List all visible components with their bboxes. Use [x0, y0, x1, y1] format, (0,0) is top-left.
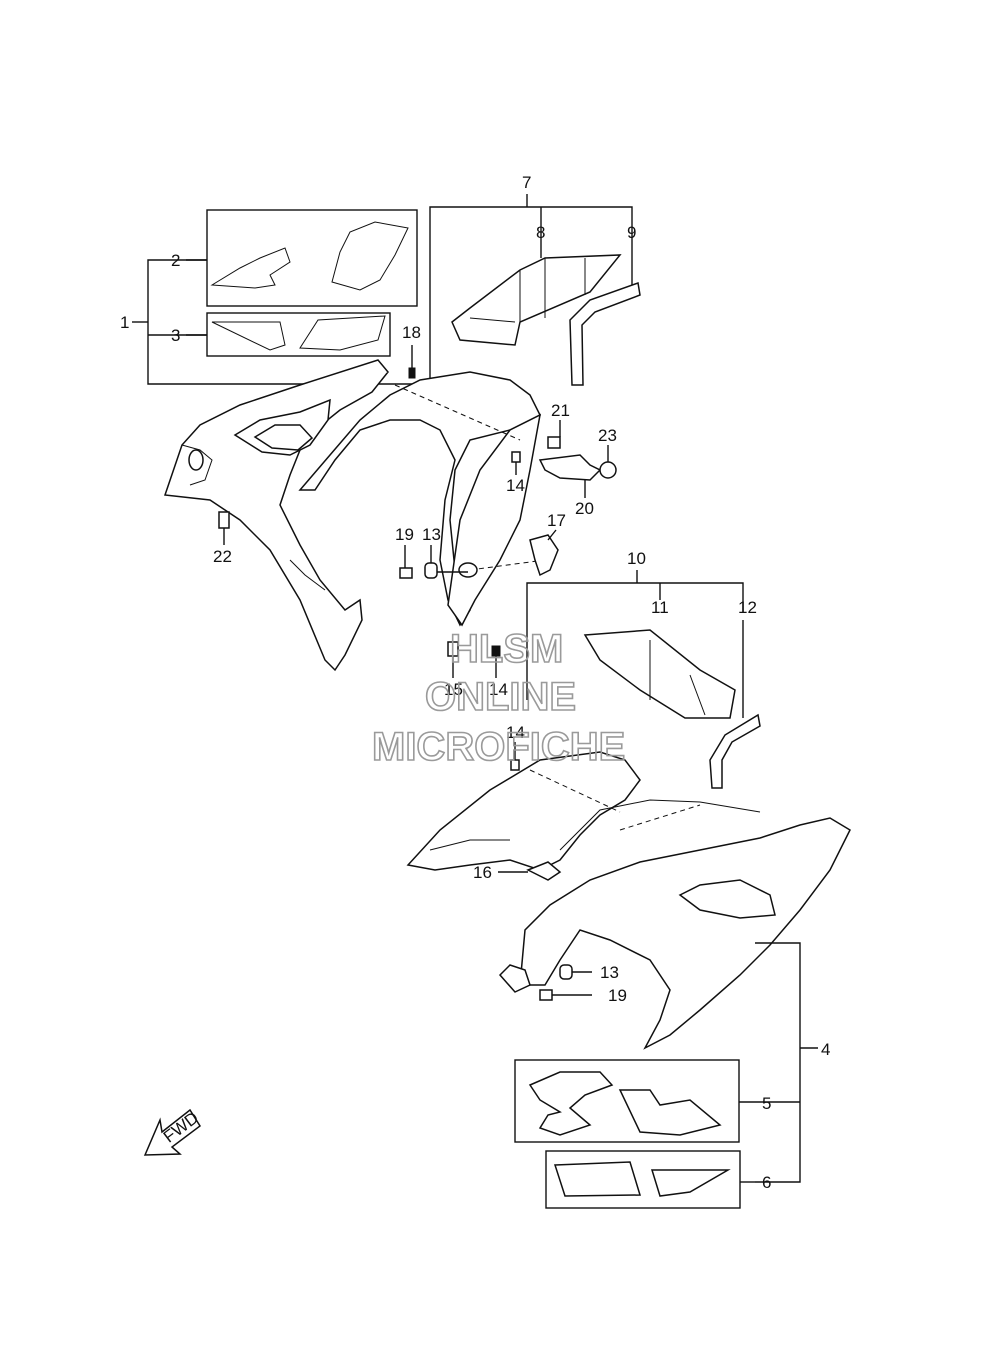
trim-12-shape: [709, 713, 761, 789]
label-22: 22: [213, 547, 232, 566]
decal-6-shape-a: [553, 1161, 642, 1197]
dashed-line-17: [469, 559, 546, 571]
decal-5-shape-s: [528, 1071, 614, 1136]
label-6: 6: [762, 1173, 771, 1192]
bracket-17: [529, 534, 559, 577]
decal-set-7-group: [429, 194, 641, 386]
lower-fairing-assembly: [406, 742, 851, 1050]
label-14-mid: 14: [489, 680, 508, 699]
watermark: HLSM ONLINE MICROFICHE: [371, 626, 626, 770]
watermark-line-3: MICROFICHE: [372, 725, 625, 769]
label-13-upper: 13: [422, 525, 441, 544]
label-5: 5: [762, 1094, 771, 1113]
label-19-upper: 19: [395, 525, 414, 544]
label-15: 15: [444, 680, 463, 699]
fwd-arrow: FWD: [143, 1108, 202, 1156]
label-21: 21: [551, 401, 570, 420]
upper-fairing-assembly: [163, 359, 546, 672]
decal-set-4-group: [514, 942, 818, 1209]
dashed-line-14-lower: [529, 769, 621, 813]
label-14-lower: 14: [506, 723, 525, 742]
decal-3-shape-b: [299, 315, 386, 351]
label-7: 7: [522, 173, 531, 192]
grommet-13-upper: [424, 562, 438, 579]
screw-18: [408, 367, 416, 379]
screw-19-upper: [399, 567, 413, 579]
decal-8-shape: [451, 254, 622, 346]
decal-2-shape-a: [210, 247, 291, 289]
label-18: 18: [402, 323, 421, 342]
screw-14-upper: [511, 451, 521, 463]
bracket-10: [526, 582, 744, 700]
decal-5-box: [514, 1059, 740, 1143]
label-4: 4: [821, 1040, 830, 1059]
decal-6-shape-b: [650, 1169, 731, 1197]
label-12: 12: [738, 598, 757, 617]
part-labels: 1 2 3 4 5 6 7 8 9 10 11 12 13 13 14 14 1…: [120, 173, 830, 1192]
dashed-line-fairing: [619, 804, 701, 831]
right-cowl-top-line: [559, 799, 761, 851]
label-1: 1: [120, 313, 129, 332]
decal-11-shape: [583, 629, 736, 719]
left-cowl-mount-hole: [188, 449, 204, 471]
pad-22: [218, 511, 230, 529]
watermark-line-1: HLSM: [450, 627, 563, 671]
label-3: 3: [171, 326, 180, 345]
screw-19-lower: [539, 989, 553, 1001]
decal-5-shape-b: [618, 1089, 722, 1136]
lower-inner-detail: [429, 839, 510, 851]
label-10: 10: [627, 549, 646, 568]
left-cowl-vent-hole: [253, 424, 314, 451]
label-20: 20: [575, 499, 594, 518]
decal-2-box: [206, 209, 418, 307]
label-8: 8: [536, 223, 545, 242]
left-cowl-edge-detail: [181, 444, 213, 486]
leader-17: [547, 529, 557, 541]
bracket-16: [526, 861, 562, 881]
bolt-21: [547, 436, 561, 449]
nut-23: [599, 461, 617, 479]
label-16: 16: [473, 863, 492, 882]
left-side-cowl: [163, 359, 389, 672]
label-11: 11: [651, 598, 669, 617]
decal-set-10-group: [526, 570, 761, 789]
label-2: 2: [171, 251, 180, 270]
label-19-lower: 19: [608, 986, 627, 1005]
decal-3-shape-a: [211, 321, 286, 351]
label-13-lower: 13: [600, 963, 619, 982]
right-cowl-vent-hole: [678, 879, 776, 919]
decal-8-detail: [469, 258, 586, 323]
decal-6-box: [545, 1150, 741, 1209]
decal-2-shape-b: [331, 221, 409, 291]
label-23: 23: [598, 426, 617, 445]
decal-11-detail: [649, 640, 706, 716]
screw-14-lower: [510, 759, 520, 771]
lower-tab: [498, 964, 531, 993]
fwd-arrow-shape: [143, 1108, 202, 1156]
decal-set-1-group: [132, 209, 420, 385]
right-side-cowl: [519, 817, 851, 1050]
label-17: 17: [547, 511, 566, 530]
upper-fasteners: [218, 345, 617, 678]
trim-9-shape: [569, 281, 641, 386]
dashed-line-18: [394, 384, 521, 441]
lower-inner-panel: [406, 751, 641, 871]
bracket-20: [538, 454, 602, 481]
bracket-4: [755, 942, 801, 1183]
label-9: 9: [627, 223, 636, 242]
label-14-upper: 14: [506, 476, 525, 495]
left-cowl-tab-line: [289, 559, 326, 591]
grommet-hole: [458, 562, 478, 578]
watermark-line-2: ONLINE: [425, 675, 576, 719]
grommet-13-lower: [559, 964, 573, 980]
bracket-7: [429, 206, 633, 384]
decal-3-box: [206, 312, 391, 357]
screw-14-mid: [491, 645, 501, 657]
